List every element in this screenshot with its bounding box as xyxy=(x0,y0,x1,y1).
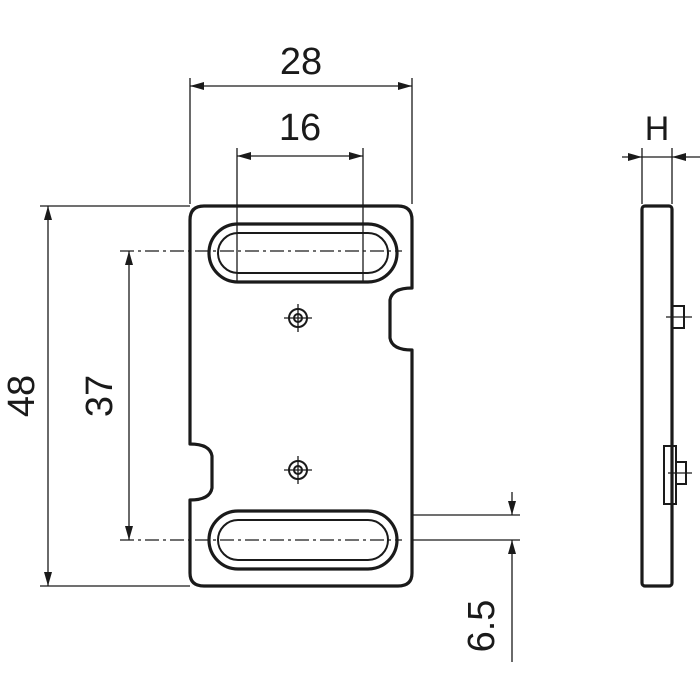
upper-slot-outer xyxy=(207,222,399,284)
plate-outline xyxy=(188,204,414,588)
overall-width-label: 28 xyxy=(280,41,322,83)
height-dimension xyxy=(40,205,190,587)
slot-offset-label: 6.5 xyxy=(461,600,503,653)
side-view xyxy=(640,204,692,588)
slot-length-dimension xyxy=(236,148,364,282)
thickness-dimension xyxy=(622,148,700,204)
slot-length-label: 16 xyxy=(279,107,321,149)
thickness-label: H xyxy=(645,110,670,148)
width-dimension xyxy=(189,78,413,204)
upper-mounting-hole xyxy=(284,304,312,332)
overall-height-label: 48 xyxy=(1,375,43,417)
slot-spacing-label: 37 xyxy=(79,375,121,417)
slot-spacing-dimension xyxy=(125,251,133,540)
upper-slot-inner xyxy=(217,232,389,274)
lower-mounting-hole xyxy=(284,456,312,484)
slot-offset-dimension xyxy=(412,492,520,662)
